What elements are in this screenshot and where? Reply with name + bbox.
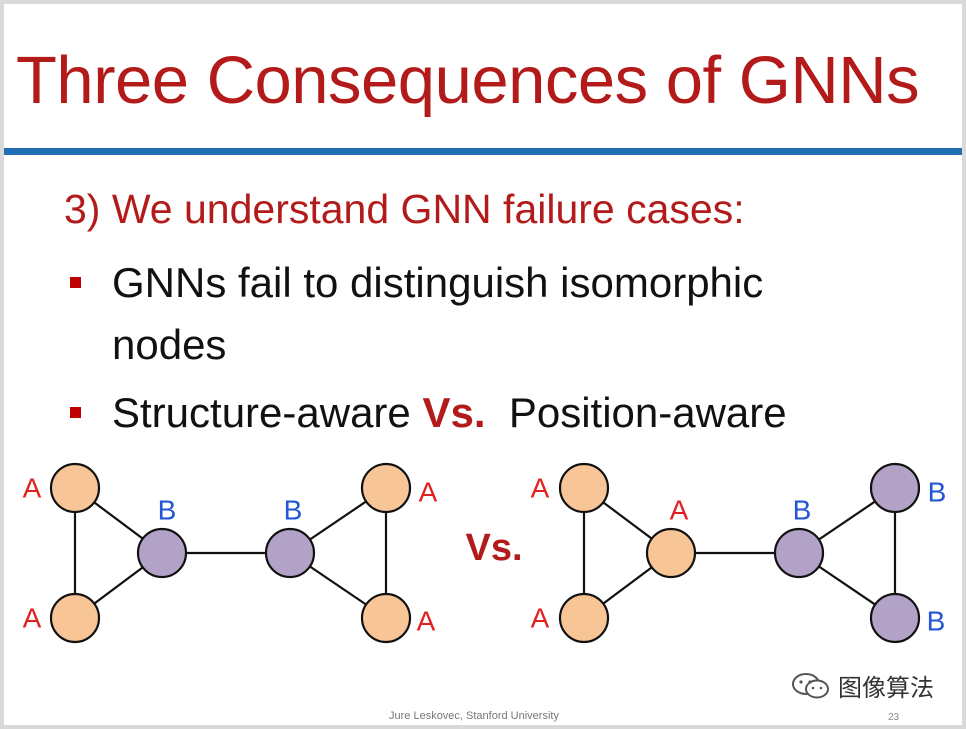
slide-title: Three Consequences of GNNs — [16, 43, 920, 118]
node-label-l2: A — [23, 603, 42, 634]
slide: Three Consequences of GNNs 3) We underst… — [4, 4, 962, 725]
node-label-l6: A — [417, 606, 436, 637]
node-label-l4: B — [284, 495, 303, 526]
bullet-1-line-1: GNNs fail to distinguish isomorphic — [112, 259, 764, 306]
graph-node-l6 — [360, 592, 412, 644]
graph-node-r6 — [869, 592, 921, 644]
footer-credit: Jure Leskovec, Stanford University — [389, 710, 559, 722]
page-number: 23 — [888, 712, 900, 723]
graph-node-l4 — [264, 527, 316, 579]
graph-node-r1 — [558, 462, 610, 514]
node-label-r1: A — [531, 473, 550, 504]
graph-node-l5 — [360, 462, 412, 514]
node-label-r2: A — [531, 603, 550, 634]
title-rule — [4, 148, 962, 155]
bullet-marker-2 — [70, 407, 81, 418]
bullet-1-line-2: nodes — [112, 321, 227, 368]
watermark: 图像算法 — [790, 668, 934, 703]
node-label-r4: B — [793, 495, 812, 526]
graph-node-r3 — [645, 527, 697, 579]
node-label-l3: B — [158, 495, 177, 526]
graph-node-r4 — [773, 527, 825, 579]
graph-node-r5 — [869, 462, 921, 514]
bullet-2-before: Structure-aware — [112, 389, 423, 436]
node-label-r3: A — [670, 495, 689, 526]
graph-node-r2 — [558, 592, 610, 644]
graph-node-l1 — [49, 462, 101, 514]
node-label-l1: A — [23, 473, 42, 504]
bullet-2-vs: Vs. — [422, 389, 486, 436]
subheading: 3) We understand GNN failure cases: — [64, 186, 745, 232]
watermark-text: 图像算法 — [838, 675, 934, 702]
node-label-r5: B — [928, 477, 947, 508]
wechat-icon — [792, 672, 829, 698]
node-label-r6: B — [927, 606, 946, 637]
graph-figure: A A B B A A A A A B B B Vs. — [23, 462, 947, 644]
bullet-1: GNNs fail to distinguish isomorphic node… — [112, 252, 763, 376]
bullet-2: Structure-aware Vs. Position-aware — [112, 382, 787, 444]
bullet-marker-1 — [70, 277, 81, 288]
graph-node-l3 — [136, 527, 188, 579]
graph-node-l2 — [49, 592, 101, 644]
graphs-vs-label: Vs. — [465, 527, 522, 569]
bullet-2-after: Position-aware — [485, 389, 787, 436]
node-label-l5: A — [419, 477, 438, 508]
